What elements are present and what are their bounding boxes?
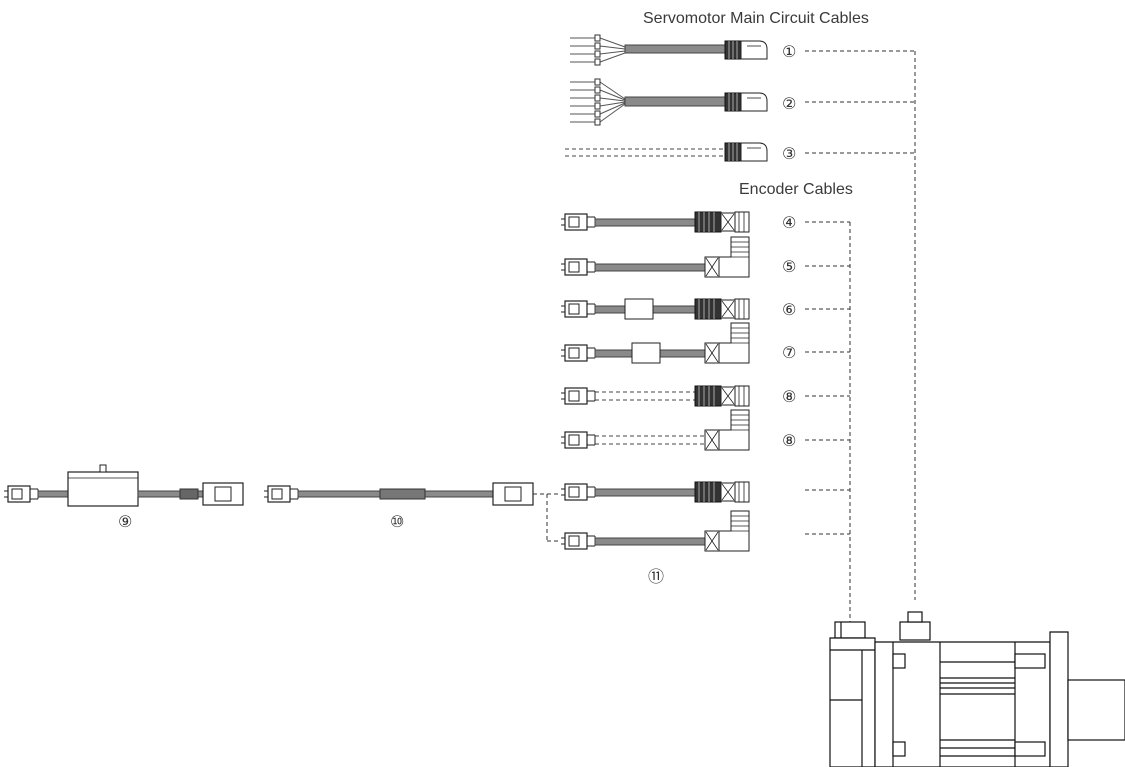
- label-cable-7: ⑦: [782, 343, 796, 362]
- label-cable-11: ⑪: [648, 567, 664, 586]
- main-circuit-cable-1: [570, 35, 767, 65]
- label-cable-3: ③: [782, 144, 796, 163]
- relay-cable-10: [264, 483, 533, 505]
- label-cable-8a: ⑧: [782, 387, 796, 406]
- label-cable-9: ⑨: [118, 512, 132, 531]
- encoder-leader-lines: [805, 222, 850, 638]
- label-cable-5: ⑤: [782, 257, 796, 276]
- encoder-cable-5: [561, 237, 749, 277]
- encoder-cable-8a: [561, 386, 749, 406]
- encoder-cable-6: [561, 299, 749, 319]
- label-cable-4: ④: [782, 213, 796, 232]
- label-cable-1: ①: [782, 42, 796, 61]
- encoder-cable-4: [561, 212, 749, 232]
- main-circuit-leader-lines: [805, 51, 915, 600]
- main-circuit-cable-2: [570, 79, 767, 125]
- main-circuit-cable-3: [565, 143, 767, 161]
- label-cable-10: ⑩: [390, 512, 404, 531]
- label-cable-8b: ⑧: [782, 431, 796, 450]
- encoder-cable-11b: [561, 511, 749, 551]
- encoder-cable-11a: [561, 482, 749, 502]
- label-cable-2: ②: [782, 94, 796, 113]
- label-cable-6: ⑥: [782, 300, 796, 319]
- relay-cable-9: [4, 465, 243, 506]
- encoder-cable-7: [561, 323, 749, 363]
- servomotor: [830, 612, 1125, 767]
- relay-to-encoder-leader-lines: [533, 494, 560, 541]
- encoder-cable-8b: [561, 410, 749, 450]
